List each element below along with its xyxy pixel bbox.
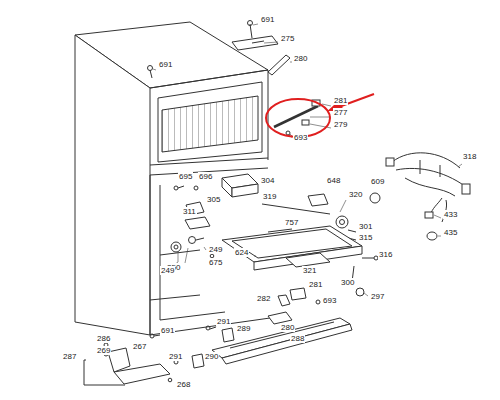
callout-number: 268 xyxy=(176,380,191,389)
callout-number: 280 xyxy=(293,54,308,63)
callout-number: 318 xyxy=(462,152,477,161)
callout-number: 691 xyxy=(160,326,175,335)
callout-number: 288 xyxy=(290,334,305,343)
callout-number: 291 xyxy=(168,352,183,361)
callout-number: 249 xyxy=(160,266,175,275)
callout-number: 435 xyxy=(443,228,458,237)
callout-number: 281 xyxy=(308,280,323,289)
callout-number: 693 xyxy=(293,133,308,142)
callout-number: 693 xyxy=(322,296,337,305)
callout-number: 315 xyxy=(358,233,373,242)
callout-number: 291 xyxy=(216,317,231,326)
callout-number: 675 xyxy=(208,258,223,267)
callout-number: 249 xyxy=(208,245,223,254)
callout-number: 316 xyxy=(378,250,393,259)
callout-number: 282 xyxy=(256,294,271,303)
callout-number: 648 xyxy=(326,176,341,185)
callout-number: 290 xyxy=(204,352,219,361)
callout-number: 277 xyxy=(333,108,348,117)
callout-number: 300 xyxy=(340,278,355,287)
callout-number: 691 xyxy=(158,60,173,69)
callout-number: 281 xyxy=(333,96,348,105)
callout-number: 624 xyxy=(234,248,249,257)
callout-number: 280 xyxy=(280,323,295,332)
callout-number: 286 xyxy=(96,334,111,343)
callout-number: 267 xyxy=(132,342,147,351)
callout-number: 609 xyxy=(370,177,385,186)
callout-number: 287 xyxy=(62,352,77,361)
callout-number: 304 xyxy=(260,176,275,185)
callout-number: 319 xyxy=(262,192,277,201)
callout-number: 269 xyxy=(96,346,111,355)
callout-number: 320 xyxy=(348,190,363,199)
callout-number: 311 xyxy=(182,207,197,216)
callout-number: 275 xyxy=(280,34,295,43)
callout-number: 696 xyxy=(198,172,213,181)
callout-number: 279 xyxy=(333,120,348,129)
callout-number: 297 xyxy=(370,292,385,301)
callout-number: 757 xyxy=(284,218,299,227)
callout-number: 433 xyxy=(443,210,458,219)
callout-number: 321 xyxy=(302,266,317,275)
callout-number: 695 xyxy=(178,172,193,181)
callout-number: 691 xyxy=(260,15,275,24)
callout-number: 289 xyxy=(236,324,251,333)
callout-number: 305 xyxy=(206,195,221,204)
callout-number: 301 xyxy=(358,222,373,231)
